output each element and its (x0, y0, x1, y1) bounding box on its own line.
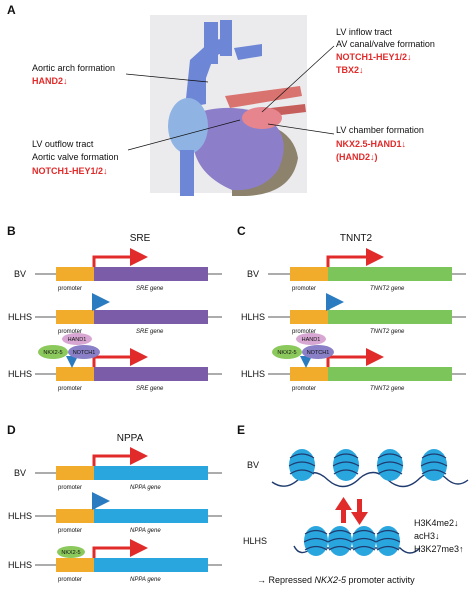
gene-label: SRE gene (136, 286, 164, 292)
row-label: BV (14, 269, 26, 279)
row-label: HLHS (243, 536, 267, 546)
panel-e-bv: BV (247, 449, 469, 488)
caption-suffix: promoter activity (346, 575, 415, 585)
row-label: BV (247, 269, 259, 279)
panel-b-title: SRE (130, 233, 151, 244)
notch1-label: NOTCH1 (307, 350, 330, 356)
row-label: BV (247, 460, 259, 470)
histone-mark: H3K4me2↓ (414, 518, 459, 528)
lv-outflow-genes: NOTCH1-HEY1/2↓ (32, 166, 108, 176)
promoter-label: promoter (58, 329, 82, 335)
gene-label: SRE gene (136, 386, 164, 392)
lv-outflow-title-2: Aortic valve formation (32, 152, 119, 162)
panel-d-row-bv: BV promoter NPPA gene (14, 447, 222, 491)
nucleosome (351, 526, 377, 556)
nucleosome (327, 526, 353, 556)
row-label: HLHS (8, 369, 32, 379)
nkx2-5-label: NKX2-5 (277, 350, 296, 356)
gene-label: NPPA gene (130, 485, 161, 491)
annotation-lv-outflow: LV outflow tract Aortic valve formation … (32, 119, 241, 176)
panel-c-row-bv: BV promoter TNNT2 gene (247, 248, 466, 292)
hand1-label: HAND1 (302, 337, 321, 343)
repressed-caption: → Repressed NKX2-5 promoter activity (257, 575, 415, 585)
nkx2-5-label: NKX2-5 (43, 350, 62, 356)
panel-c-title: TNNT2 (340, 233, 373, 244)
promoter-label: promoter (58, 286, 82, 292)
nucleosome (376, 449, 404, 481)
promoter-label: promoter (58, 577, 82, 583)
promoter-label: promoter (58, 485, 82, 491)
panel-label-e: E (237, 423, 245, 437)
panel-d-row-hlhs-2: HLHS promoter NPPA gene NKX2-5 (8, 539, 222, 583)
annotation-lv-chamber: LV chamber formation NKX2.5-HAND1↓ (HAND… (267, 123, 424, 162)
notch1-factor (302, 345, 334, 359)
row-label: HLHS (241, 369, 265, 379)
promoter-label: promoter (292, 286, 316, 292)
promoter-label: promoter (58, 386, 82, 392)
nucleosome (332, 449, 360, 481)
lv-chamber-title: LV chamber formation (336, 125, 424, 135)
annotation-aortic-arch: Aortic arch formation HAND2↓ (32, 63, 209, 86)
lv-inflow-title-1: LV inflow tract (336, 27, 392, 37)
histone-mark: acH3↓ (414, 531, 440, 541)
nucleosome (303, 526, 329, 556)
promoter-label: promoter (292, 329, 316, 335)
transition-arrows (335, 497, 368, 525)
gene-label: TNNT2 gene (370, 286, 405, 292)
row-label: HLHS (8, 511, 32, 521)
panel-label-d: D (7, 423, 16, 437)
panel-e-hlhs: HLHS H3K4me2↓ acH3↓ H3K27me3↑ (243, 518, 464, 556)
hand1-factor (62, 333, 92, 345)
lv-chamber-genes-1: NKX2.5-HAND1↓ (336, 139, 406, 149)
lv-inflow-genes-1: NOTCH1-HEY1/2↓ (336, 52, 412, 62)
hand1-label: HAND1 (68, 337, 87, 343)
aortic-arch-genes: HAND2↓ (32, 76, 68, 86)
panel-label-b: B (7, 224, 16, 238)
nkx2-5-factor (38, 345, 68, 359)
nucleosome (288, 449, 316, 481)
caption-gene: NKX2-5 (315, 575, 348, 585)
panel-label-c: C (237, 224, 246, 238)
gene-label: NPPA gene (130, 577, 161, 583)
panel-b-row-bv: BV promoter SRE gene (14, 248, 222, 292)
gene-label: NPPA gene (130, 528, 161, 534)
nkx2-5-factor (57, 546, 85, 558)
hand1-factor (296, 333, 326, 345)
panel-c-row-hlhs-1: HLHS promoter TNNT2 gene (241, 293, 466, 335)
panel-label-a: A (7, 3, 16, 17)
annotation-lv-inflow: LV inflow tract AV canal/valve formation… (261, 27, 435, 113)
nucleosome (420, 449, 448, 481)
gene-label: TNNT2 gene (370, 329, 405, 335)
gene-label: SRE gene (136, 329, 164, 335)
promoter-label: promoter (58, 528, 82, 534)
panel-d-title: NPPA (117, 433, 144, 444)
notch1-label: NOTCH1 (73, 350, 96, 356)
aortic-arch-title: Aortic arch formation (32, 63, 115, 73)
panel-d-row-hlhs-1: HLHS promoter NPPA gene (8, 492, 222, 534)
nucleosome (375, 526, 401, 556)
gene-label: TNNT2 gene (370, 386, 405, 392)
panel-b-row-hlhs-2: HLHS promoter SRE gene HAND1 NKX2-5 NOTC… (8, 333, 222, 392)
row-label: HLHS (8, 560, 32, 570)
lv-inflow-genes-2: TBX2↓ (336, 65, 364, 75)
panel-b-row-hlhs-1: HLHS promoter SRE gene (8, 293, 222, 335)
nkx2-5-factor (272, 345, 302, 359)
histone-mark: H3K27me3↑ (414, 544, 464, 554)
row-label: HLHS (8, 312, 32, 322)
promoter-label: promoter (292, 386, 316, 392)
lv-inflow-title-2: AV canal/valve formation (336, 39, 435, 49)
panel-c-row-hlhs-2: HLHS promoter TNNT2 gene HAND1 NKX2-5 NO… (241, 333, 466, 392)
nkx2-5-label: NKX2-5 (61, 550, 80, 556)
notch1-factor (68, 345, 100, 359)
lv-outflow-title-1: LV outflow tract (32, 139, 94, 149)
heart-illustration (150, 15, 307, 196)
caption-prefix: → Repressed (257, 575, 315, 585)
lv-chamber-genes-2: (HAND2↓) (336, 152, 378, 162)
row-label: HLHS (241, 312, 265, 322)
row-label: BV (14, 468, 26, 478)
